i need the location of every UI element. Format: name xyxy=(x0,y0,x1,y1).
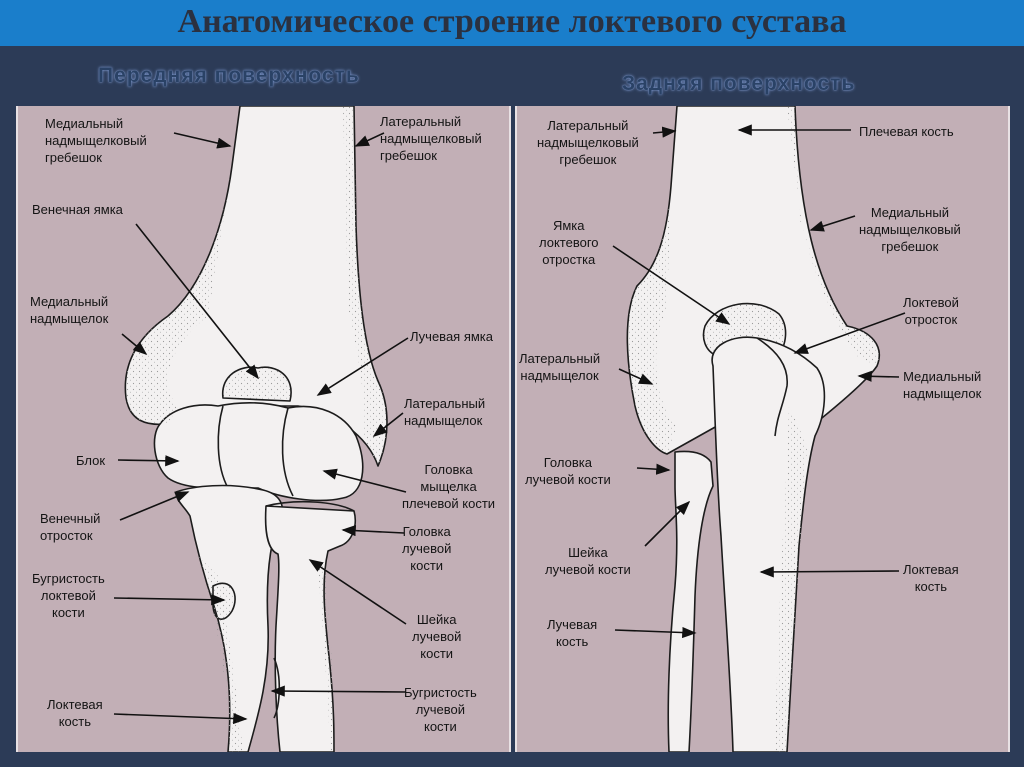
label-ulna-posterior: Локтевая кость xyxy=(903,562,959,594)
radius-posterior xyxy=(667,450,714,752)
label-radial-fossa: Лучевая ямка xyxy=(410,329,494,344)
back-surface-heading: Задняя поверхность xyxy=(622,72,856,95)
title-bar xyxy=(0,0,1024,46)
label-radial-tuberosity: Бугристость лучевой кости xyxy=(404,685,477,734)
label-radial-neck: Шейка лучевой кости xyxy=(412,612,462,661)
label-medial-supracondylar-crest: Медиальный надмыщелковый гребешок xyxy=(45,116,147,165)
label-lateral-epicondyle-posterior: Латеральный надмыщелок xyxy=(519,351,601,383)
label-lateral-supracondylar-crest-posterior: Латеральный надмыщелковый гребешок xyxy=(537,118,639,167)
anterior-elbow-illustration xyxy=(113,106,409,752)
posterior-elbow-illustration xyxy=(612,106,906,752)
label-lateral-supracondylar-crest: Латеральный надмыщелковый гребешок xyxy=(380,114,482,163)
ulna-anterior xyxy=(175,484,284,752)
radius-anterior xyxy=(264,505,356,752)
label-trochlea: Блок xyxy=(76,453,106,468)
label-ulna: Локтевая кость xyxy=(47,697,103,729)
label-radial-head: Головка лучевой кости xyxy=(402,524,452,573)
label-ulnar-tuberosity: Бугристость локтевой кости xyxy=(32,571,105,620)
label-coronoid-process: Венечный отросток xyxy=(40,511,101,543)
label-radial-neck-posterior: Шейка лучевой кости xyxy=(545,545,631,577)
label-radius: Лучевая кость xyxy=(547,617,598,649)
label-medial-supracondylar-crest-posterior: Медиальный надмыщелковый гребешок xyxy=(859,205,961,254)
label-lateral-epicondyle: Латеральный надмыщелок xyxy=(404,396,486,428)
label-medial-epicondyle: Медиальный надмыщелок xyxy=(30,294,109,326)
front-surface-heading: Передняя поверхность xyxy=(98,64,360,87)
label-radial-head-posterior: Головка лучевой кости xyxy=(525,455,611,487)
trochlea-capitulum xyxy=(153,402,364,502)
label-olecranon: Локтевой отросток xyxy=(903,295,959,327)
label-olecranon-fossa: Ямка локтевого отростка xyxy=(539,218,599,267)
anterior-view-panel: Медиальный надмыщелковый гребешок Латера… xyxy=(16,106,511,752)
label-medial-epicondyle-posterior: Медиальный надмыщелок xyxy=(903,369,982,401)
posterior-view-panel: Латеральный надмыщелковый гребешок Плече… xyxy=(515,106,1010,752)
label-coronoid-fossa: Венечная ямка xyxy=(32,202,123,217)
label-humerus: Плечевая кость xyxy=(859,124,954,139)
slide-title: Анатомическое строение локтевого сустава xyxy=(177,3,847,40)
label-capitulum: Головка мыщелка плечевой кости xyxy=(402,462,496,511)
ulna-posterior xyxy=(711,336,826,752)
